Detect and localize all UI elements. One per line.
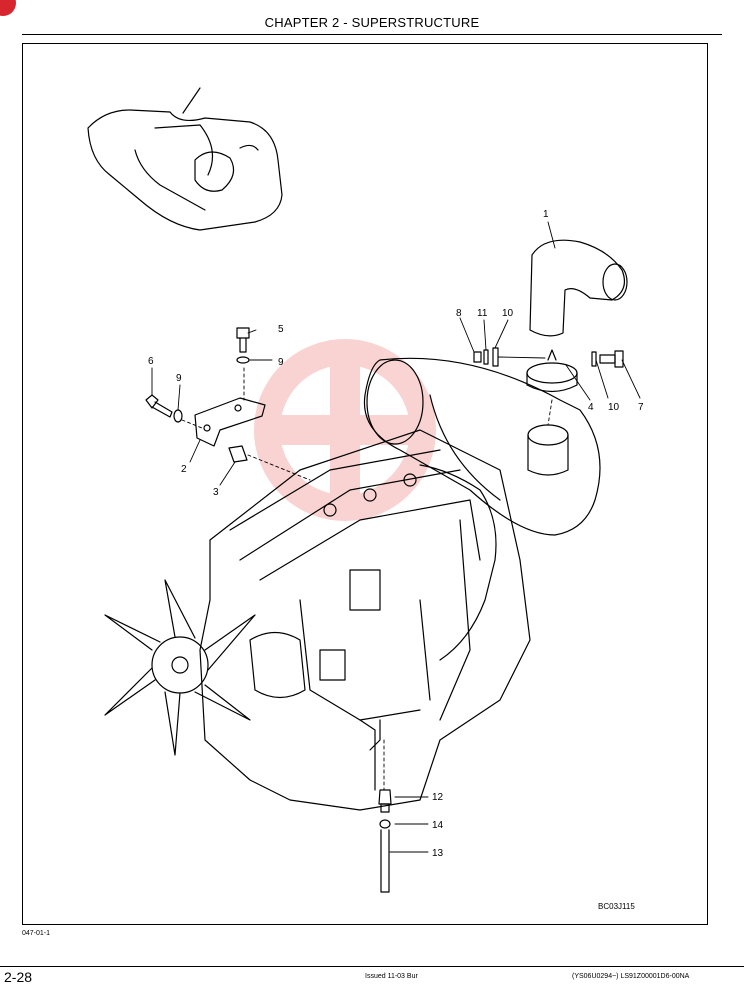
watermark-logo — [254, 339, 436, 521]
callout-10a: 10 — [502, 308, 514, 319]
part-drain-pipe — [380, 829, 390, 893]
callout-9b: 9 — [176, 373, 182, 384]
issued-text: Issued 11-03 Bur — [365, 973, 418, 980]
part-bolt-top — [236, 327, 250, 364]
header-rule — [22, 34, 722, 35]
page-number: 2-28 — [4, 969, 33, 985]
figure-frame — [22, 43, 708, 925]
chapter-title: CHAPTER 2 - SUPERSTRUCTURE — [264, 15, 480, 30]
callout-8: 8 — [456, 308, 462, 319]
corner-tab — [0, 0, 16, 16]
part-nut-washer-set — [473, 347, 499, 367]
document-code: (YS06U0294~) LS91Z00001D6-00NA — [572, 973, 690, 980]
callout-11: 11 — [477, 308, 488, 319]
leader-lines — [151, 221, 641, 853]
part-band-clamp — [526, 349, 578, 393]
engine-assembly — [199, 429, 531, 811]
footer-rule — [0, 966, 744, 967]
callout-1: 1 — [543, 209, 549, 220]
callout-5: 5 — [278, 324, 284, 335]
callout-7: 7 — [638, 402, 644, 413]
part-spacer-pin — [228, 445, 248, 463]
callout-2: 2 — [181, 464, 187, 475]
callout-3: 3 — [213, 487, 219, 498]
callout-numbers: 1 8 11 10 4 10 7 5 9 6 9 2 3 12 14 13 — [148, 209, 644, 859]
callout-10b: 10 — [608, 402, 620, 413]
callout-6: 6 — [148, 356, 154, 367]
part-bolt-left — [145, 394, 183, 423]
callout-14: 14 — [432, 820, 444, 831]
figure-code: BC03J115 — [598, 902, 635, 911]
callout-9a: 9 — [278, 357, 284, 368]
part-elbow-pipe — [529, 239, 628, 337]
figure-reference: 047-01-1 — [22, 930, 51, 937]
engine-cover-inset — [87, 87, 283, 231]
engine-fan — [104, 579, 256, 756]
callout-12: 12 — [432, 792, 444, 803]
part-bolt-right — [591, 350, 624, 368]
callout-4: 4 — [588, 402, 594, 413]
callout-13: 13 — [432, 848, 444, 859]
part-drain-fitting — [378, 789, 392, 813]
part-gasket-washer — [379, 819, 391, 829]
